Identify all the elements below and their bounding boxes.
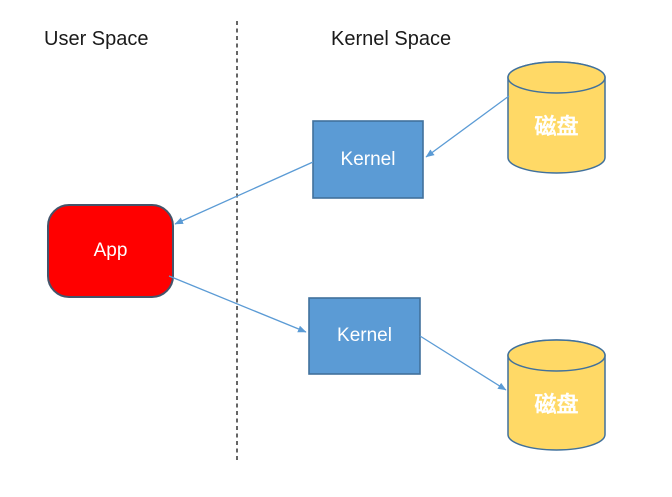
disk-top-rim [507,61,606,94]
kernel-space-label: Kernel Space [331,28,452,50]
app-box [47,204,174,298]
user-space-label: User Space [44,28,149,50]
arrow-kernel-bottom-to-disk-bottom [419,335,507,391]
disk-bottom-cylinder [507,339,606,451]
disk-bottom-rim [507,339,606,372]
disk-top-cylinder [507,61,606,174]
kernel-top-box [312,120,424,199]
arrow-kernel-top-to-app [174,161,314,225]
arrow-app-to-kernel-bottom [168,275,307,333]
kernel-bottom-box [308,297,421,375]
arrow-disk-top-to-kernel-top [425,95,510,158]
